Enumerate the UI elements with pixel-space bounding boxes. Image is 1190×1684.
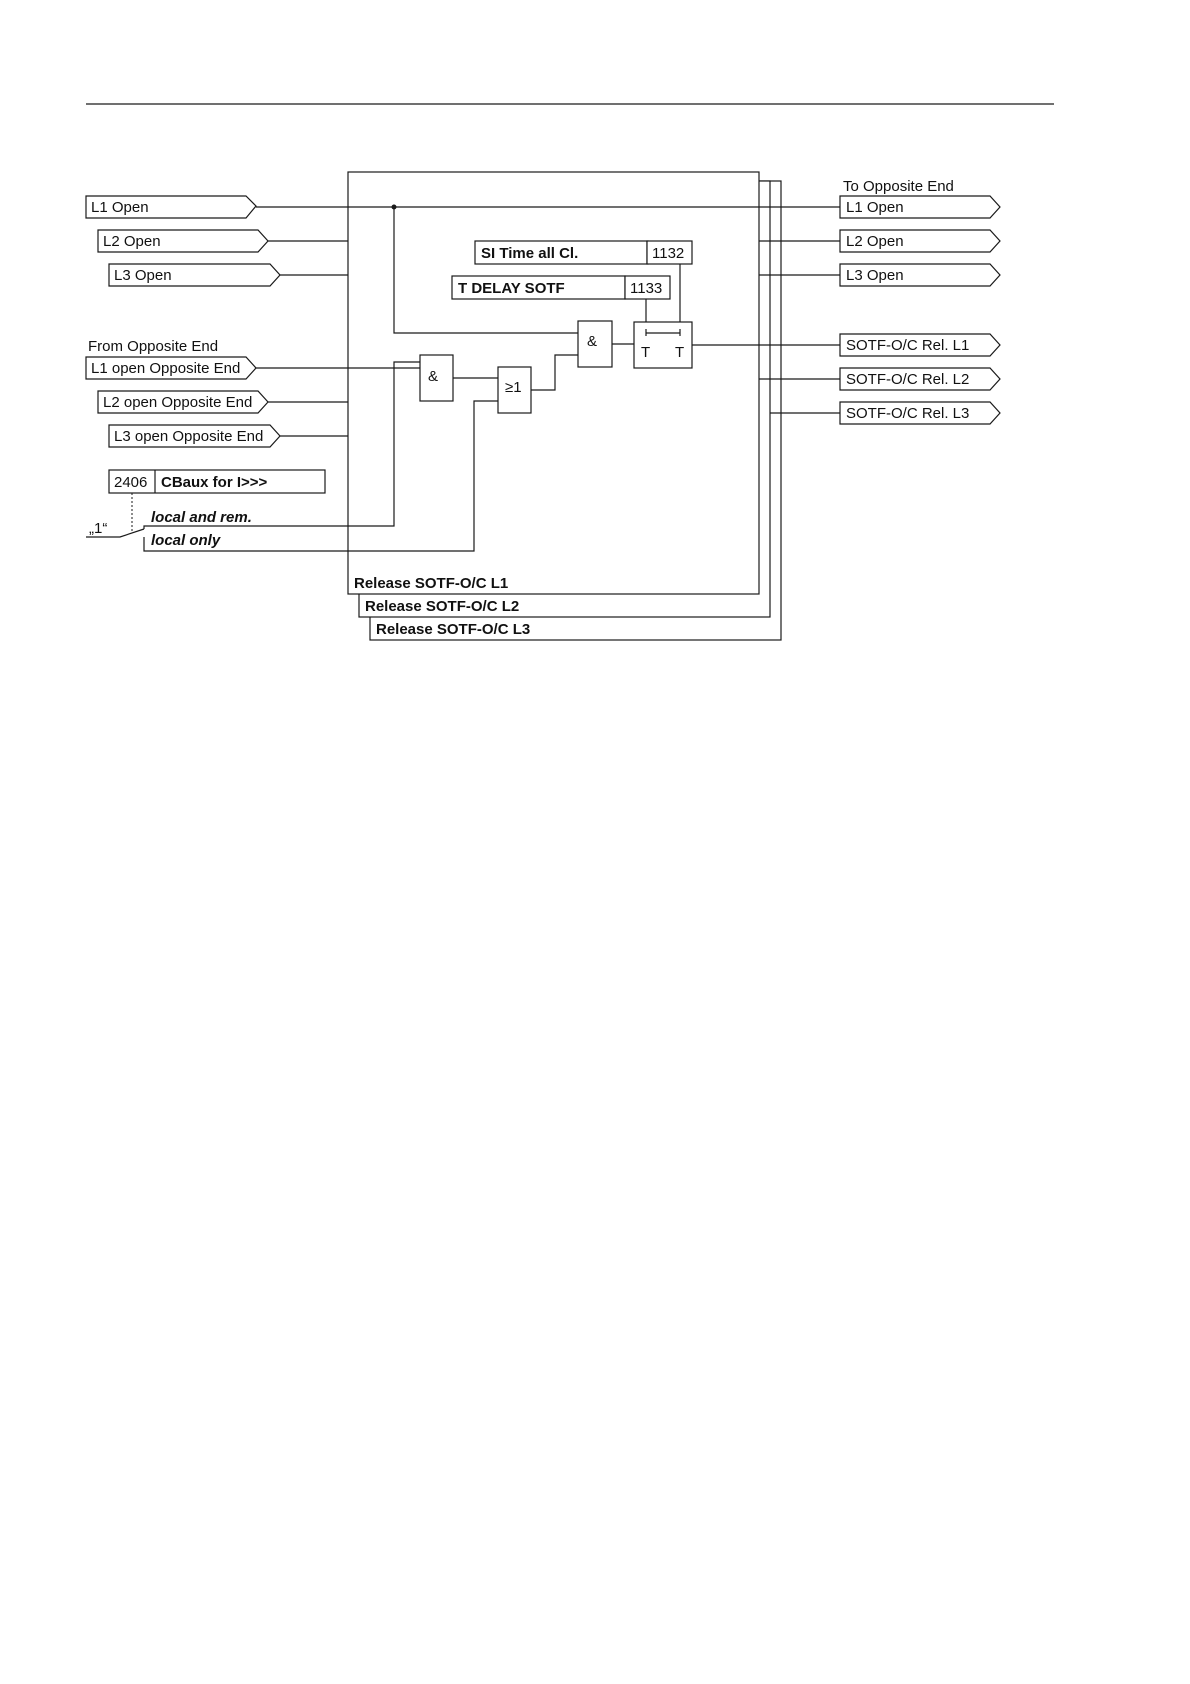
input-l2-open-opposite-end: L2 open Opposite End xyxy=(97,390,269,414)
svg-text:L3 Open: L3 Open xyxy=(114,267,172,284)
svg-text:L3 open Opposite End: L3 open Opposite End xyxy=(114,428,263,445)
input-l3-open: L3 Open xyxy=(108,263,281,287)
svg-text:SOTF-O/C Rel. L2: SOTF-O/C Rel. L2 xyxy=(846,371,969,388)
input-l1-open-opposite-end: L1 open Opposite End xyxy=(85,356,257,380)
switch-option-local-and-rem: local and rem. xyxy=(151,509,252,526)
output-sotf-rel-l1: SOTF-O/C Rel. L1 xyxy=(839,333,1001,357)
svg-text:L1 Open: L1 Open xyxy=(846,199,904,216)
release-label-l1: Release SOTF-O/C L1 xyxy=(354,575,508,592)
output-l1-open: L1 Open xyxy=(839,195,1001,219)
and-gate-1: & xyxy=(419,354,454,402)
svg-text:L1 Open: L1 Open xyxy=(91,199,149,216)
svg-text:SOTF-O/C Rel. L1: SOTF-O/C Rel. L1 xyxy=(846,337,969,354)
svg-text:L2 Open: L2 Open xyxy=(846,233,904,250)
release-label-l2: Release SOTF-O/C L2 xyxy=(365,598,519,615)
svg-text:SOTF-O/C Rel. L3: SOTF-O/C Rel. L3 xyxy=(846,405,969,422)
svg-text:&: & xyxy=(587,333,597,350)
input-l1-open: L1 Open xyxy=(85,195,257,219)
and-gate-2: & xyxy=(577,320,613,368)
svg-text:L1 open Opposite End: L1 open Opposite End xyxy=(91,360,240,377)
svg-text:1133: 1133 xyxy=(630,280,662,297)
svg-text:&: & xyxy=(428,368,438,385)
to-opposite-end-heading: To Opposite End xyxy=(843,178,954,195)
si-time-parameter: SI Time all Cl. 1132 xyxy=(474,240,693,265)
svg-text:L2 Open: L2 Open xyxy=(103,233,161,250)
from-opposite-end-heading: From Opposite End xyxy=(88,338,218,355)
output-sotf-rel-l3: SOTF-O/C Rel. L3 xyxy=(839,401,1001,425)
input-l2-open: L2 Open xyxy=(97,229,269,253)
or-gate: ≥1 xyxy=(497,366,532,414)
switch-constant: „1“ xyxy=(89,520,107,537)
switch-option-local-only: local only xyxy=(151,532,221,549)
svg-text:T: T xyxy=(675,344,684,361)
svg-text:1132: 1132 xyxy=(652,245,684,262)
input-l3-open-opposite-end: L3 open Opposite End xyxy=(108,424,281,448)
release-block-l1 xyxy=(347,171,760,595)
svg-text:2406: 2406 xyxy=(114,474,147,491)
cbaux-parameter: 2406 CBaux for I>>> xyxy=(108,469,326,494)
t-delay-parameter: T DELAY SOTF 1133 xyxy=(451,275,671,300)
svg-text:L3 Open: L3 Open xyxy=(846,267,904,284)
svg-text:SI Time all Cl.: SI Time all Cl. xyxy=(481,245,578,262)
svg-text:≥1: ≥1 xyxy=(505,379,522,396)
svg-text:CBaux for I>>>: CBaux for I>>> xyxy=(161,474,268,491)
output-l2-open: L2 Open xyxy=(839,229,1001,253)
release-label-l3: Release SOTF-O/C L3 xyxy=(376,621,530,638)
timer-block: T T xyxy=(633,321,693,369)
switch-lever xyxy=(86,528,145,538)
svg-text:L2 open Opposite End: L2 open Opposite End xyxy=(103,394,252,411)
svg-text:T DELAY SOTF: T DELAY SOTF xyxy=(458,280,565,297)
output-l3-open: L3 Open xyxy=(839,263,1001,287)
output-sotf-rel-l2: SOTF-O/C Rel. L2 xyxy=(839,367,1001,391)
svg-text:T: T xyxy=(641,344,650,361)
